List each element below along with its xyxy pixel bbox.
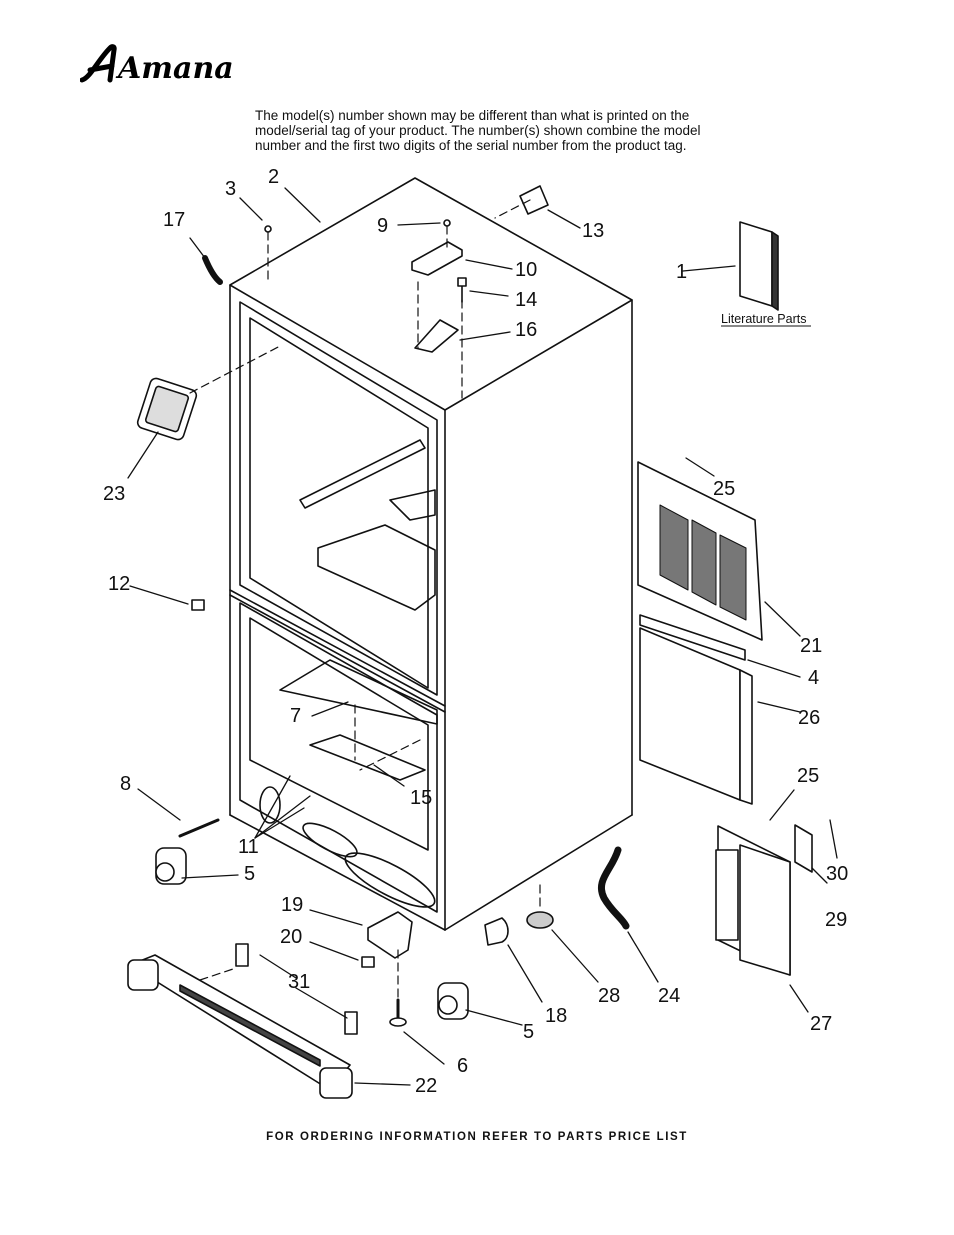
- note-line-2: model/serial tag of your product. The nu…: [255, 123, 701, 138]
- callout-15: 15: [410, 787, 432, 809]
- rod-8: [178, 818, 220, 838]
- callout-5-front: 5: [244, 863, 255, 885]
- side-panel-27: [715, 825, 791, 976]
- callout-6: 6: [457, 1055, 468, 1077]
- callout-23: 23: [103, 483, 125, 505]
- literature-parts-label: Literature Parts: [721, 312, 806, 326]
- callout-19: 19: [281, 894, 303, 916]
- note-line-1: The model(s) number shown may be differe…: [255, 108, 690, 123]
- model-number-note: The model(s) number shown may be differe…: [255, 108, 775, 153]
- callout-29: 29: [825, 909, 847, 931]
- note-line-3: number and the first two digits of the s…: [255, 138, 687, 153]
- callout-17: 17: [163, 209, 185, 231]
- clip-18: [484, 917, 509, 946]
- callout-26: 26: [798, 707, 820, 729]
- bracket-29: [794, 824, 813, 873]
- rear-panel-21: [637, 461, 763, 641]
- hinge-cover-part: [411, 241, 463, 276]
- screw-12: [191, 599, 205, 611]
- caster-5-front: [155, 847, 187, 885]
- callout-9: 9: [377, 215, 388, 237]
- label-tag-part: [519, 185, 549, 215]
- hinge-bracket-19: [367, 911, 413, 959]
- callout-4: 4: [808, 667, 819, 689]
- callout-3: 3: [225, 178, 236, 200]
- callout-27: 27: [810, 1013, 832, 1035]
- badge-23-part: [136, 377, 198, 441]
- hinge-bolt-part: [457, 277, 467, 303]
- callout-10: 10: [515, 259, 537, 281]
- callout-5-rear: 5: [523, 1021, 534, 1043]
- callout-16: 16: [515, 319, 537, 341]
- callout-25-bottom: 25: [797, 765, 819, 787]
- callout-numbers: 1 2 3 4 5 5 6 7 8 9 10 11 12 13 14 15 16…: [103, 166, 848, 1097]
- clip-31-b: [344, 1011, 358, 1035]
- literature-booklet-part: [739, 221, 779, 311]
- callout-13: 13: [582, 220, 604, 242]
- callout-leaders: [127, 187, 838, 1086]
- callout-11: 11: [238, 836, 259, 858]
- callout-8: 8: [120, 773, 131, 795]
- callout-1: 1: [676, 261, 687, 283]
- top-hinge-part: [414, 319, 459, 353]
- screw-20: [361, 956, 375, 968]
- callout-22: 22: [415, 1075, 437, 1097]
- callout-30: 30: [826, 863, 848, 885]
- trim-strip-4: [639, 614, 746, 661]
- callout-25-top: 25: [713, 478, 735, 500]
- callout-21: 21: [800, 635, 822, 657]
- callout-12: 12: [108, 573, 130, 595]
- screw-3-part: [264, 225, 272, 233]
- toe-grille-22: [127, 954, 353, 1099]
- drain-tube-24: [598, 846, 630, 930]
- callout-20: 20: [280, 926, 302, 948]
- callout-2: 2: [268, 166, 279, 188]
- callout-31: 31: [288, 971, 310, 993]
- clip-31-a: [235, 943, 249, 967]
- ordering-info-footer: FOR ORDERING INFORMATION REFER TO PARTS …: [266, 1131, 688, 1143]
- tube-17-part: [202, 255, 223, 285]
- callout-28: 28: [598, 985, 620, 1007]
- cabinet: [229, 177, 633, 931]
- callout-7: 7: [290, 705, 301, 727]
- access-panel-26: [639, 627, 753, 805]
- callout-24: 24: [658, 985, 680, 1007]
- callout-18: 18: [545, 1005, 567, 1027]
- logo-text: Amana: [115, 51, 234, 86]
- pad-28: [526, 911, 554, 929]
- caster-5-rear: [437, 982, 469, 1020]
- amana-logo: Amana: [80, 44, 234, 86]
- callout-14: 14: [515, 289, 537, 311]
- literature-parts-label-group: Literature Parts: [721, 312, 811, 327]
- leveler-6: [389, 998, 407, 1027]
